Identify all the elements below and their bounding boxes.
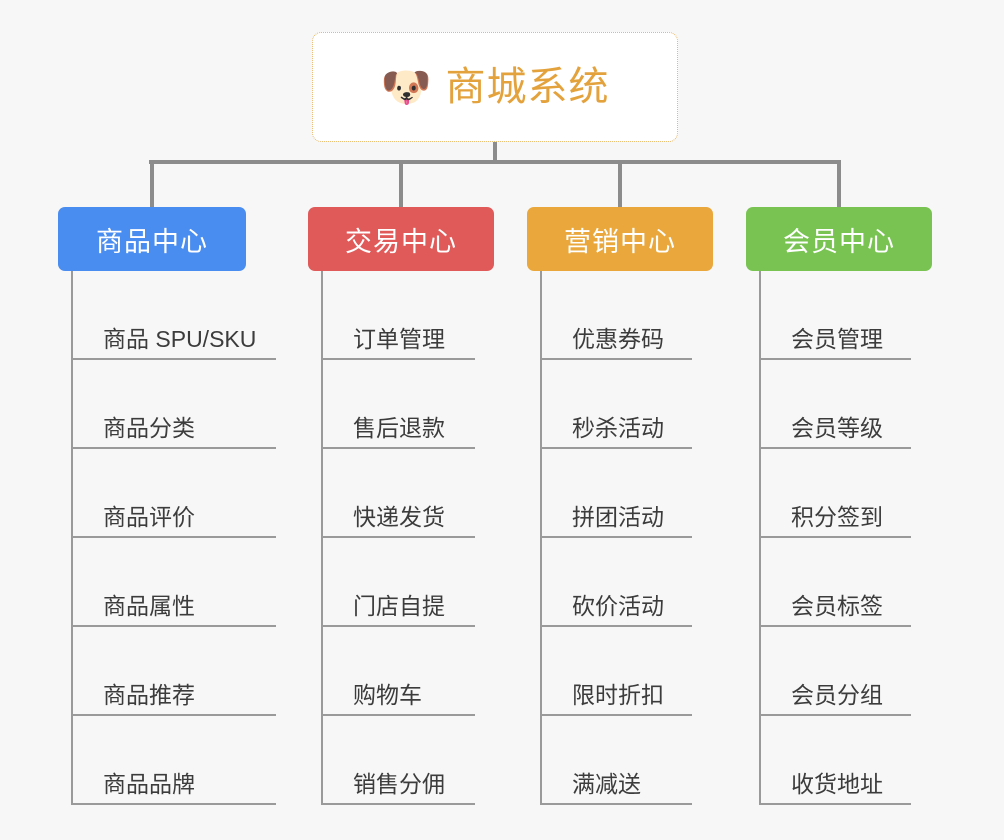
leaf-item-label: 积分签到 bbox=[791, 504, 883, 530]
connector-drop-marketing-center bbox=[618, 160, 622, 208]
column-header-marketing-center[interactable]: 营销中心 bbox=[527, 207, 713, 271]
leaf-item[interactable]: 会员管理 bbox=[746, 271, 932, 360]
leaf-item-rule bbox=[759, 358, 911, 360]
column-items-trade-center: 订单管理售后退款快递发货门店自提购物车销售分佣 bbox=[308, 271, 494, 805]
leaf-item-label: 限时折扣 bbox=[572, 682, 664, 708]
leaf-item-label: 会员管理 bbox=[791, 326, 883, 352]
connector-drop-member-center bbox=[837, 160, 841, 208]
leaf-item-label: 秒杀活动 bbox=[572, 415, 664, 441]
leaf-item[interactable]: 积分签到 bbox=[746, 449, 932, 538]
leaf-item[interactable]: 收货地址 bbox=[746, 716, 932, 805]
leaf-item[interactable]: 会员分组 bbox=[746, 627, 932, 716]
leaf-item-rule bbox=[71, 803, 276, 805]
leaf-item[interactable]: 商品 SPU/SKU bbox=[58, 271, 276, 360]
column-trade-center: 交易中心订单管理售后退款快递发货门店自提购物车销售分佣 bbox=[308, 207, 494, 805]
leaf-item-label: 订单管理 bbox=[353, 326, 445, 352]
leaf-item[interactable]: 砍价活动 bbox=[527, 538, 713, 627]
leaf-item-label: 满减送 bbox=[572, 771, 641, 797]
root-node-title: 商城系统 bbox=[445, 65, 610, 109]
leaf-item-rule bbox=[759, 714, 911, 716]
leaf-item[interactable]: 商品推荐 bbox=[58, 627, 276, 716]
leaf-item[interactable]: 满减送 bbox=[527, 716, 713, 805]
leaf-item[interactable]: 订单管理 bbox=[308, 271, 494, 360]
leaf-item-rule bbox=[540, 625, 692, 627]
column-spine-trade-center bbox=[321, 271, 323, 805]
leaf-item-rule bbox=[71, 447, 276, 449]
leaf-item-label: 销售分佣 bbox=[353, 771, 445, 797]
column-spine-product-center bbox=[71, 271, 73, 805]
leaf-item[interactable]: 快递发货 bbox=[308, 449, 494, 538]
leaf-item-label: 门店自提 bbox=[353, 593, 445, 619]
leaf-item[interactable]: 拼团活动 bbox=[527, 449, 713, 538]
leaf-item-label: 购物车 bbox=[353, 682, 422, 708]
column-items-marketing-center: 优惠券码秒杀活动拼团活动砍价活动限时折扣满减送 bbox=[527, 271, 713, 805]
leaf-item-rule bbox=[321, 358, 475, 360]
leaf-item-rule bbox=[71, 625, 276, 627]
leaf-item-label: 快递发货 bbox=[353, 504, 445, 530]
leaf-item-label: 售后退款 bbox=[353, 415, 445, 441]
leaf-item-label: 商品分类 bbox=[103, 415, 195, 441]
leaf-item-label: 拼团活动 bbox=[572, 504, 664, 530]
leaf-item-label: 会员等级 bbox=[791, 415, 883, 441]
column-spine-marketing-center bbox=[540, 271, 542, 805]
leaf-item-rule bbox=[540, 714, 692, 716]
leaf-item-label: 商品推荐 bbox=[103, 682, 195, 708]
leaf-item-rule bbox=[759, 803, 911, 805]
connector-root-stem bbox=[493, 142, 497, 164]
column-items-member-center: 会员管理会员等级积分签到会员标签会员分组收货地址 bbox=[746, 271, 932, 805]
column-spine-member-center bbox=[759, 271, 761, 805]
leaf-item-label: 会员分组 bbox=[791, 682, 883, 708]
leaf-item[interactable]: 秒杀活动 bbox=[527, 360, 713, 449]
leaf-item-label: 商品品牌 bbox=[103, 771, 195, 797]
leaf-item-rule bbox=[759, 625, 911, 627]
leaf-item[interactable]: 商品评价 bbox=[58, 449, 276, 538]
leaf-item-label: 优惠券码 bbox=[572, 326, 664, 352]
root-node-mall-system[interactable]: 🐶 商城系统 bbox=[312, 32, 678, 142]
leaf-item-rule bbox=[71, 714, 276, 716]
leaf-item[interactable]: 商品属性 bbox=[58, 538, 276, 627]
column-header-product-center[interactable]: 商品中心 bbox=[58, 207, 246, 271]
connector-drop-trade-center bbox=[399, 160, 403, 208]
leaf-item[interactable]: 会员标签 bbox=[746, 538, 932, 627]
leaf-item-rule bbox=[540, 803, 692, 805]
leaf-item[interactable]: 商品分类 bbox=[58, 360, 276, 449]
column-items-product-center: 商品 SPU/SKU 商品分类商品评价商品属性商品推荐商品品牌 bbox=[58, 271, 276, 805]
leaf-item-rule bbox=[321, 714, 475, 716]
leaf-item[interactable]: 购物车 bbox=[308, 627, 494, 716]
column-marketing-center: 营销中心优惠券码秒杀活动拼团活动砍价活动限时折扣满减送 bbox=[527, 207, 713, 805]
dog-face-icon: 🐶 bbox=[380, 63, 432, 110]
leaf-item-rule bbox=[540, 447, 692, 449]
connector-horizontal-bus bbox=[149, 160, 841, 164]
leaf-item-label: 商品 SPU/SKU bbox=[103, 326, 257, 352]
leaf-item-label: 会员标签 bbox=[791, 593, 883, 619]
leaf-item-rule bbox=[540, 358, 692, 360]
leaf-item-rule bbox=[321, 625, 475, 627]
leaf-item[interactable]: 售后退款 bbox=[308, 360, 494, 449]
leaf-item-rule bbox=[321, 536, 475, 538]
column-header-trade-center[interactable]: 交易中心 bbox=[308, 207, 494, 271]
leaf-item-rule bbox=[759, 447, 911, 449]
leaf-item[interactable]: 商品品牌 bbox=[58, 716, 276, 805]
leaf-item-rule bbox=[71, 536, 276, 538]
leaf-item[interactable]: 会员等级 bbox=[746, 360, 932, 449]
leaf-item[interactable]: 销售分佣 bbox=[308, 716, 494, 805]
leaf-item[interactable]: 优惠券码 bbox=[527, 271, 713, 360]
leaf-item[interactable]: 限时折扣 bbox=[527, 627, 713, 716]
leaf-item-label: 收货地址 bbox=[791, 771, 883, 797]
column-product-center: 商品中心商品 SPU/SKU 商品分类商品评价商品属性商品推荐商品品牌 bbox=[58, 207, 276, 805]
leaf-item-rule bbox=[540, 536, 692, 538]
connector-drop-product-center bbox=[150, 160, 154, 208]
leaf-item-label: 商品评价 bbox=[103, 504, 195, 530]
column-member-center: 会员中心会员管理会员等级积分签到会员标签会员分组收货地址 bbox=[746, 207, 932, 805]
leaf-item-label: 砍价活动 bbox=[572, 593, 664, 619]
leaf-item-label: 商品属性 bbox=[103, 593, 195, 619]
leaf-item-rule bbox=[321, 447, 475, 449]
leaf-item[interactable]: 门店自提 bbox=[308, 538, 494, 627]
leaf-item-rule bbox=[71, 358, 276, 360]
leaf-item-rule bbox=[759, 536, 911, 538]
column-header-member-center[interactable]: 会员中心 bbox=[746, 207, 932, 271]
root-node-content: 🐶 商城系统 bbox=[380, 63, 610, 110]
leaf-item-rule bbox=[321, 803, 475, 805]
